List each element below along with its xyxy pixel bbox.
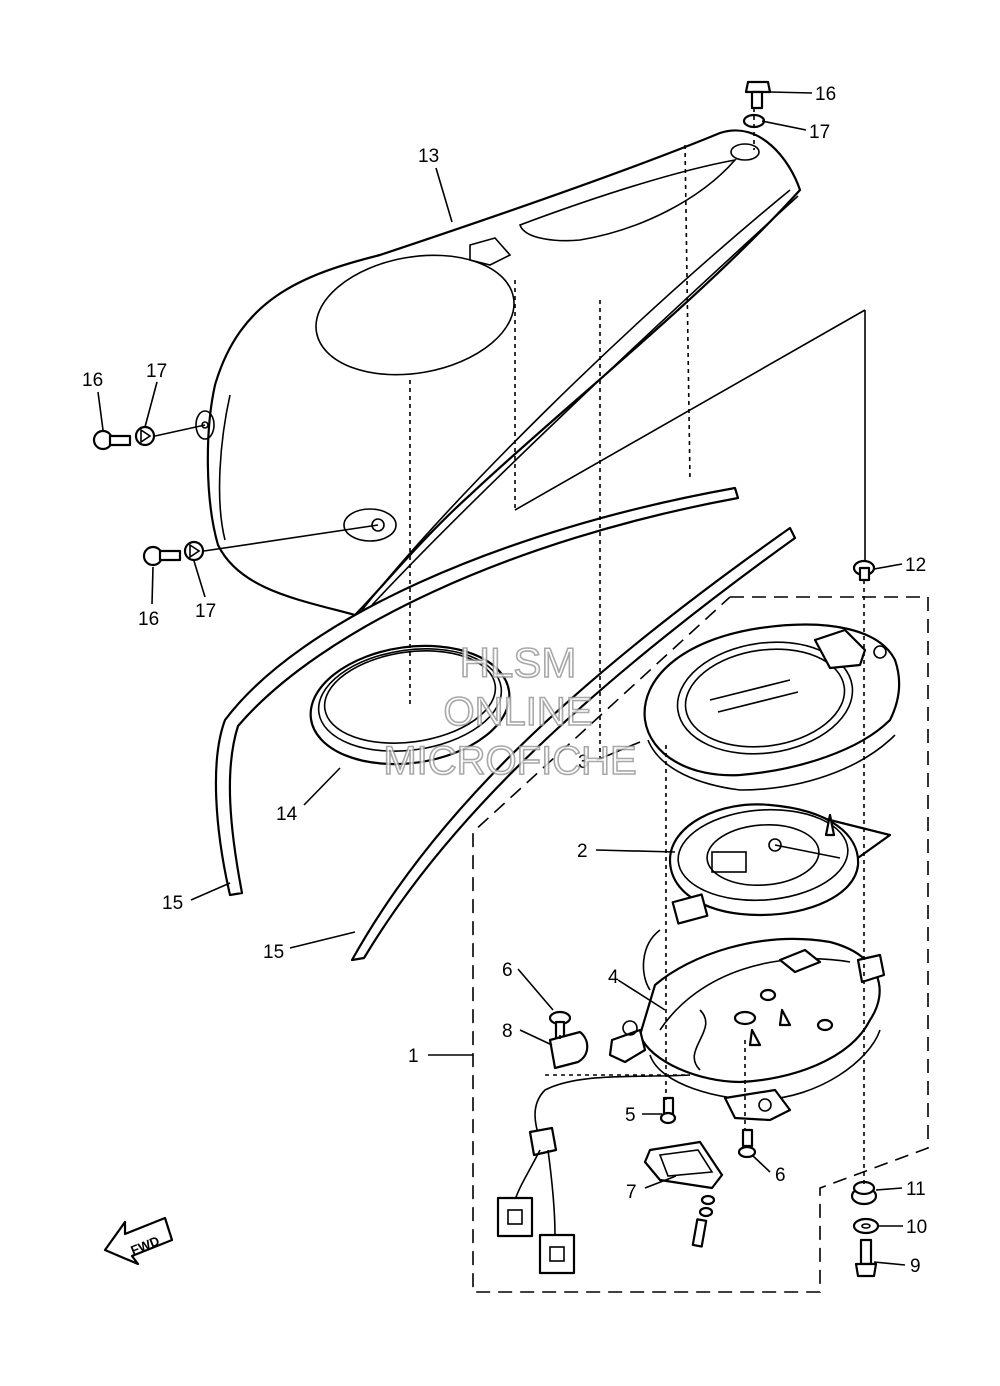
callout-9: 9 [910, 1256, 921, 1277]
callout-11: 11 [906, 1179, 926, 1200]
callout-10: 10 [906, 1217, 927, 1238]
meter-case-lower-part [608, 937, 886, 1122]
callout-16-lower: 16 [138, 609, 159, 630]
callout-3: 3 [578, 752, 589, 773]
meter-ring-part [309, 644, 511, 766]
trim-strip-part-lower [350, 526, 797, 962]
meter-case-upper-part [643, 623, 901, 791]
callout-14: 14 [276, 804, 298, 825]
callout-7: 7 [626, 1182, 637, 1203]
callout-16-left: 16 [82, 370, 103, 391]
callout-6-upper: 6 [502, 960, 513, 981]
callout-16-top: 16 [815, 84, 836, 105]
callout-2: 2 [577, 841, 588, 862]
alignment-lines [409, 108, 866, 1185]
meter-assembly-part [668, 803, 892, 925]
callout-17-left: 17 [146, 361, 167, 382]
watermark-line-3: MICROFICHE [383, 739, 636, 783]
fwd-arrow-icon: FWD [103, 1216, 174, 1266]
callout-13: 13 [418, 146, 439, 167]
trim-strip-part-upper [214, 486, 740, 897]
callout-17-lower: 17 [195, 601, 216, 622]
callout-8: 8 [502, 1021, 513, 1042]
hardware-parts [92, 80, 880, 1278]
meter-cover-part [195, 129, 802, 617]
callout-4: 4 [608, 967, 619, 988]
callout-17-top: 17 [809, 122, 830, 143]
leader-lines [97, 91, 906, 1266]
callout-15-lower: 15 [263, 942, 284, 963]
wiring-harness [496, 929, 691, 1275]
watermark: HLSM ONLINE MICROFICHE [383, 638, 638, 784]
callout-6-lower: 6 [775, 1165, 786, 1186]
callout-15-upper: 15 [162, 893, 183, 914]
watermark-line-2: ONLINE [444, 690, 593, 734]
callout-labels: 13 16 17 16 17 16 17 12 3 14 15 15 2 6 4… [82, 84, 927, 1277]
callout-1: 1 [408, 1046, 419, 1067]
assembly-boundary [472, 596, 929, 1293]
callout-12: 12 [905, 555, 926, 576]
watermark-line-1: HLSM [460, 639, 577, 686]
callout-5: 5 [625, 1105, 636, 1126]
